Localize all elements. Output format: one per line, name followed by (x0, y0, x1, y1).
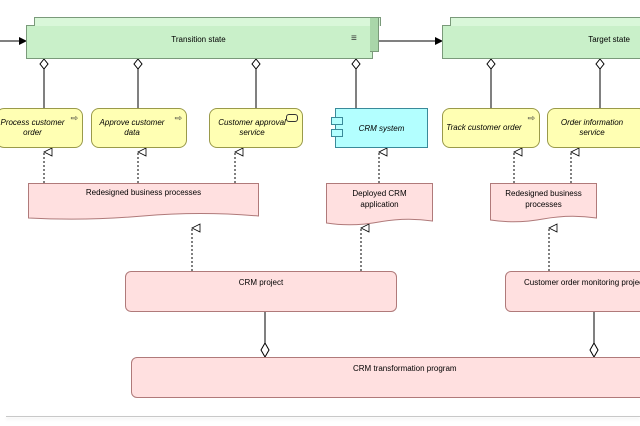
service-label: Order information service (560, 118, 624, 137)
target-state-plateau[interactable]: Target state (442, 17, 640, 59)
workpackage-label: Customer order monitoring project (524, 278, 640, 287)
workpackage-customer-order-monitoring[interactable]: Customer order monitoring project (505, 271, 640, 312)
service-approve-customer-data[interactable]: Approve customer data ⇨ (91, 108, 187, 148)
workpackage-label: CRM project (238, 278, 284, 287)
deliverable-deployed-crm-application[interactable]: Deployed CRM application (326, 183, 433, 229)
canvas-bottom-edge (6, 416, 640, 417)
workpackage-label: CRM transformation program (353, 364, 457, 373)
deliverable-shape (326, 183, 433, 226)
service-label: Approve customer data (99, 118, 165, 137)
deliverable-realizations (43, 147, 580, 183)
deliverable-shape (28, 183, 259, 220)
workpackage-crm-project[interactable]: CRM project (125, 271, 397, 312)
transition-state-label: Transition state (171, 35, 226, 44)
program-compositions (260, 312, 599, 359)
process-arrow-icon: ⇨ (527, 113, 535, 123)
component-icon (331, 117, 343, 125)
process-arrow-icon: ⇨ (70, 113, 78, 123)
plateau-compositions (39, 58, 605, 108)
service-label: Customer approval service (218, 118, 286, 137)
component-icon (331, 129, 343, 137)
deliverable-label: Redesigned business processes (85, 188, 202, 197)
target-state-label: Target state (588, 35, 630, 44)
plateau-icon: ≡ (351, 33, 357, 44)
service-order-information[interactable]: Order information service (547, 108, 640, 148)
service-track-customer-order[interactable]: Track customer order ⇨ (442, 108, 540, 148)
service-label: Process customer order (0, 118, 65, 137)
component-label: CRM system (358, 123, 405, 133)
transition-state-plateau[interactable]: Transition state ≡ (26, 17, 381, 59)
deliverable-label: Deployed CRM application (352, 189, 407, 209)
service-icon (286, 114, 298, 122)
workpackage-realizations (191, 223, 558, 271)
process-arrow-icon: ⇨ (174, 113, 182, 123)
deliverable-redesigned-business-processes-2[interactable]: Redesigned business processes (490, 183, 597, 229)
service-customer-approval[interactable]: Customer approval service (209, 108, 303, 148)
service-process-customer-order[interactable]: Process customer order ⇨ (0, 108, 83, 148)
deliverable-shape (490, 183, 597, 223)
service-label: Track customer order (446, 123, 522, 132)
deliverable-redesigned-business-processes-1[interactable]: Redesigned business processes (28, 183, 259, 223)
component-crm-system[interactable]: CRM system (331, 108, 428, 148)
deliverable-label: Redesigned business processes (505, 189, 582, 209)
workpackage-crm-transformation-program[interactable]: CRM transformation program (131, 357, 640, 398)
